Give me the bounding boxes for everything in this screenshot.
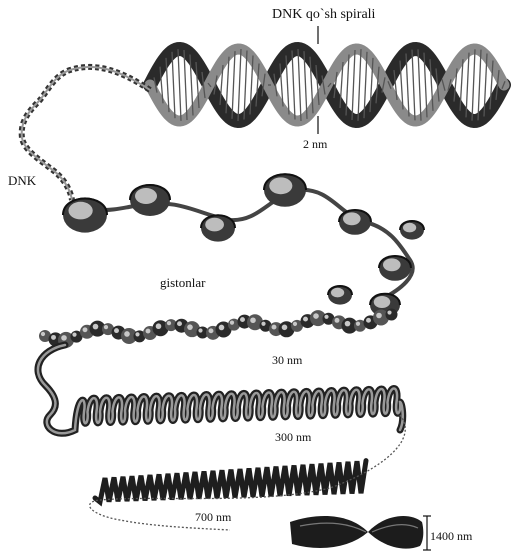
fiber-30-bead-highlight [61, 335, 67, 341]
fiber-30-bead-highlight [114, 328, 119, 333]
base-pair-rung [232, 51, 235, 119]
histone-core-highlight [69, 202, 93, 220]
fiber-30-bead-highlight [230, 321, 234, 325]
histone-core-highlight [343, 212, 361, 225]
base-pair-rung [418, 49, 421, 120]
fiber-30-bead-highlight [324, 315, 328, 319]
label-dna: DNK [8, 174, 36, 187]
dna-thin-strand [22, 67, 150, 200]
fiber-30-bead-highlight [104, 325, 108, 329]
fiber-30-bead-highlight [356, 322, 360, 326]
fiber-30-bead-highlight [240, 317, 245, 322]
fiber-30-bead-highlight [198, 328, 202, 332]
fiber-30-bead-highlight [345, 321, 351, 327]
fiber-30-bead-highlight [366, 318, 371, 323]
base-pair-rung [412, 50, 415, 121]
histone-core-highlight [269, 177, 292, 194]
base-pair-rung [352, 50, 355, 120]
chromatid-left [290, 516, 368, 548]
dna-strand-path [22, 67, 150, 200]
linker-dna [72, 190, 413, 300]
label-700nm: 700 nm [195, 511, 231, 523]
label-30nm: 30 nm [272, 354, 302, 366]
fiber-30-bead-highlight [187, 324, 193, 330]
base-pair-rung [346, 55, 349, 116]
histone-core-highlight [383, 258, 401, 271]
fiber-30-bead-highlight [83, 327, 88, 332]
label-1400nm: 1400 nm [430, 530, 472, 542]
histone-core-highlight [374, 296, 391, 308]
histone-core-highlight [403, 223, 416, 233]
fiber-30-bead-highlight [282, 325, 288, 331]
histone-core-highlight [331, 288, 344, 298]
dna-double-helix [150, 26, 505, 134]
base-pair-rung [178, 49, 181, 121]
fiber-30-bead-highlight [167, 321, 171, 325]
base-pair-rung [238, 49, 241, 121]
chromatid-right [368, 516, 423, 549]
base-pair-rung [292, 51, 295, 120]
base-pair-rung [466, 53, 469, 118]
fiber-30-bead-highlight [93, 324, 99, 330]
label-histones: gistonlar [160, 276, 206, 289]
histone-core-highlight [135, 188, 157, 204]
fiber-30-bead-highlight [219, 325, 225, 331]
metaphase-chromosome [290, 516, 431, 550]
dna-strand-core [22, 67, 150, 200]
looped-fiber-path [38, 345, 403, 433]
fiber-30-bead [386, 309, 398, 321]
fiber-30-bead-highlight [261, 322, 265, 326]
base-pair-rung [472, 49, 475, 120]
fiber-30-bead-highlight [387, 310, 391, 314]
fiber-30-bead-highlight [177, 321, 182, 326]
fiber-30-bead-highlight [41, 332, 45, 336]
base-pair-rung [406, 54, 409, 117]
fiber-300nm [38, 345, 403, 433]
fiber-30-bead-highlight [250, 317, 256, 323]
base-pair-rung [478, 50, 481, 121]
base-pair-rung [172, 52, 175, 118]
fiber-30-bead-highlight [335, 318, 340, 323]
histone-core-highlight [205, 218, 224, 232]
fiber-30-bead-highlight [72, 333, 76, 337]
fiber-700nm [90, 415, 406, 530]
fiber-30-bead-highlight [376, 313, 382, 319]
fiber-30-bead-highlight [293, 322, 297, 326]
label-300nm: 300 nm [275, 431, 311, 443]
fiber-30nm [39, 309, 398, 348]
label-dna-double-helix: DNK qo`sh spirali [272, 8, 375, 22]
fiber-30-bead-highlight [303, 317, 308, 322]
fiber-30-bead-highlight [51, 335, 56, 340]
fiber-30-bead-highlight [272, 325, 277, 330]
base-pair-rung [358, 49, 361, 121]
nucleosome-chain [63, 173, 424, 317]
fiber-30-bead-highlight [209, 328, 214, 333]
fiber-30-bead-highlight [124, 331, 130, 337]
fiber-30-bead-highlight [135, 332, 139, 336]
fiber-30-bead-highlight [313, 313, 319, 319]
condensed-coil-path [95, 461, 366, 502]
fiber-30-bead-highlight [146, 329, 151, 334]
base-pair-rung [298, 49, 301, 121]
label-2nm: 2 nm [303, 138, 327, 150]
fiber-30-bead-highlight [156, 323, 162, 329]
